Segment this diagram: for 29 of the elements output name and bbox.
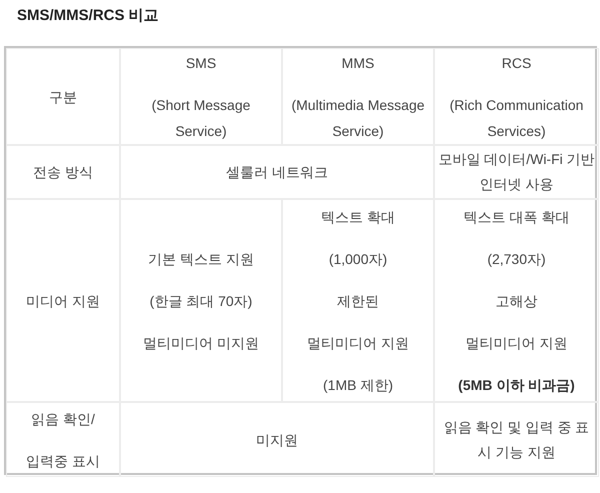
cell-text: 멀티미디어 미지원 <box>143 334 259 352</box>
cell-text: 미지원 <box>256 430 298 450</box>
cell-text: RCS <box>502 54 532 72</box>
cell-text: (Rich Communication Services) <box>448 96 584 141</box>
cell-text: SMS <box>186 54 216 72</box>
cell-text: 입력중 표시 <box>26 452 100 470</box>
cell-text: (1MB 제한) <box>323 376 393 395</box>
cell-text: (5MB 이하 비과금) <box>458 376 575 395</box>
cell-text: 텍스트 대폭 확대 <box>464 208 570 226</box>
title: SMS/MMS/RCS 비교 <box>17 6 159 25</box>
cell-text: 읽음 확인/ <box>31 410 95 428</box>
cell-text: 제한된 <box>337 292 379 310</box>
cell-text: 전송 방식 <box>33 163 93 182</box>
cell-text: 기본 텍스트 지원 <box>148 250 254 268</box>
cell-text: 미디어 지원 <box>26 292 100 310</box>
cell-text: 텍스트 확대 <box>321 208 395 226</box>
cell-text: (1,000자) <box>328 250 388 269</box>
cell-text: 구분 <box>49 88 77 106</box>
cell-text: 멀티미디어 지원 <box>307 334 409 352</box>
cell-text: MMS <box>342 54 374 72</box>
cell-text: (한글 최대 70자) <box>150 292 252 311</box>
cell-text: 고해상 <box>496 292 538 310</box>
cell-text: (Multimedia Message Service) <box>290 96 426 141</box>
cell-text: (2,730자) <box>487 250 546 269</box>
cell-text: (Short Message Service) <box>150 96 252 141</box>
cell-text: 읽음 확인 및 입력 중 표시 기능 지원 <box>442 418 590 462</box>
cell-text: 모바일 데이터/Wi-Fi 기반 인터넷 사용 <box>438 150 595 194</box>
cell-text: 셀룰러 네트워크 <box>226 163 328 182</box>
cell-text: 멀티미디어 지원 <box>466 334 568 352</box>
